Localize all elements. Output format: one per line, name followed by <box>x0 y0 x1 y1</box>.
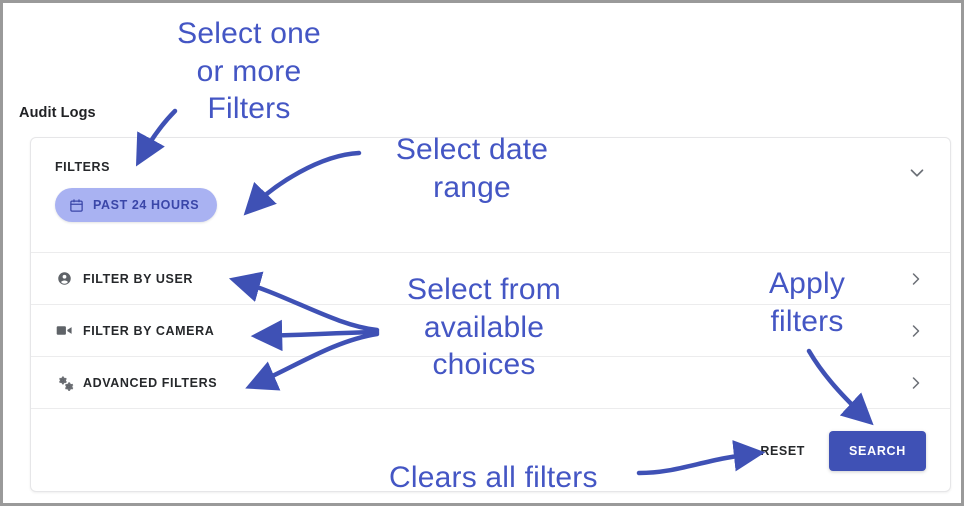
videocam-icon <box>55 324 74 337</box>
annotation-select-one-or-more-filters: Select one or more Filters <box>177 17 321 125</box>
filters-section: FILTERS PAST 24 HOURS <box>31 138 950 253</box>
chevron-right-icon[interactable] <box>906 321 926 341</box>
page-title: Audit Logs <box>19 105 96 121</box>
filter-row-advanced[interactable]: ADVANCED FILTERS <box>31 357 950 409</box>
filters-card: FILTERS PAST 24 HOURS <box>30 137 951 492</box>
search-button[interactable]: SEARCH <box>829 431 926 471</box>
filter-row-user-label: FILTER BY USER <box>83 271 194 286</box>
filter-row-user[interactable]: FILTER BY USER <box>31 253 950 305</box>
settings-gears-icon <box>55 375 74 391</box>
chevron-right-icon[interactable] <box>906 269 926 289</box>
calendar-icon <box>69 198 84 213</box>
date-range-chip[interactable]: PAST 24 HOURS <box>55 188 218 222</box>
reset-button[interactable]: RESET <box>754 436 811 466</box>
filter-row-advanced-label: ADVANCED FILTERS <box>83 375 218 390</box>
card-footer: RESET SEARCH <box>31 409 950 491</box>
date-range-chip-label: PAST 24 HOURS <box>93 198 200 212</box>
account-circle-icon <box>55 271 74 286</box>
filters-section-label: FILTERS <box>55 160 111 174</box>
chevron-down-icon[interactable] <box>906 162 928 189</box>
filter-row-camera[interactable]: FILTER BY CAMERA <box>31 305 950 357</box>
chevron-right-icon[interactable] <box>906 373 926 393</box>
filter-row-camera-label: FILTER BY CAMERA <box>83 323 215 338</box>
